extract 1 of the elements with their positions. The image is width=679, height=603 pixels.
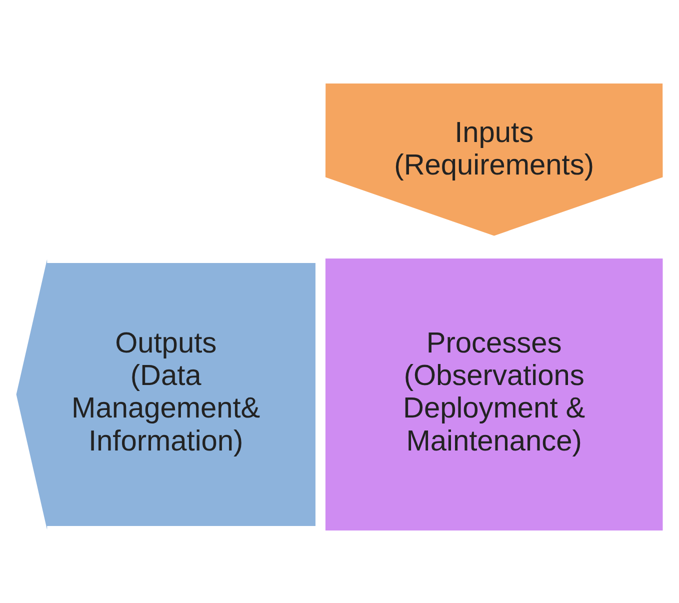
node-box: Processes (Observations Deployment & Maintenance) (324, 256, 665, 532)
